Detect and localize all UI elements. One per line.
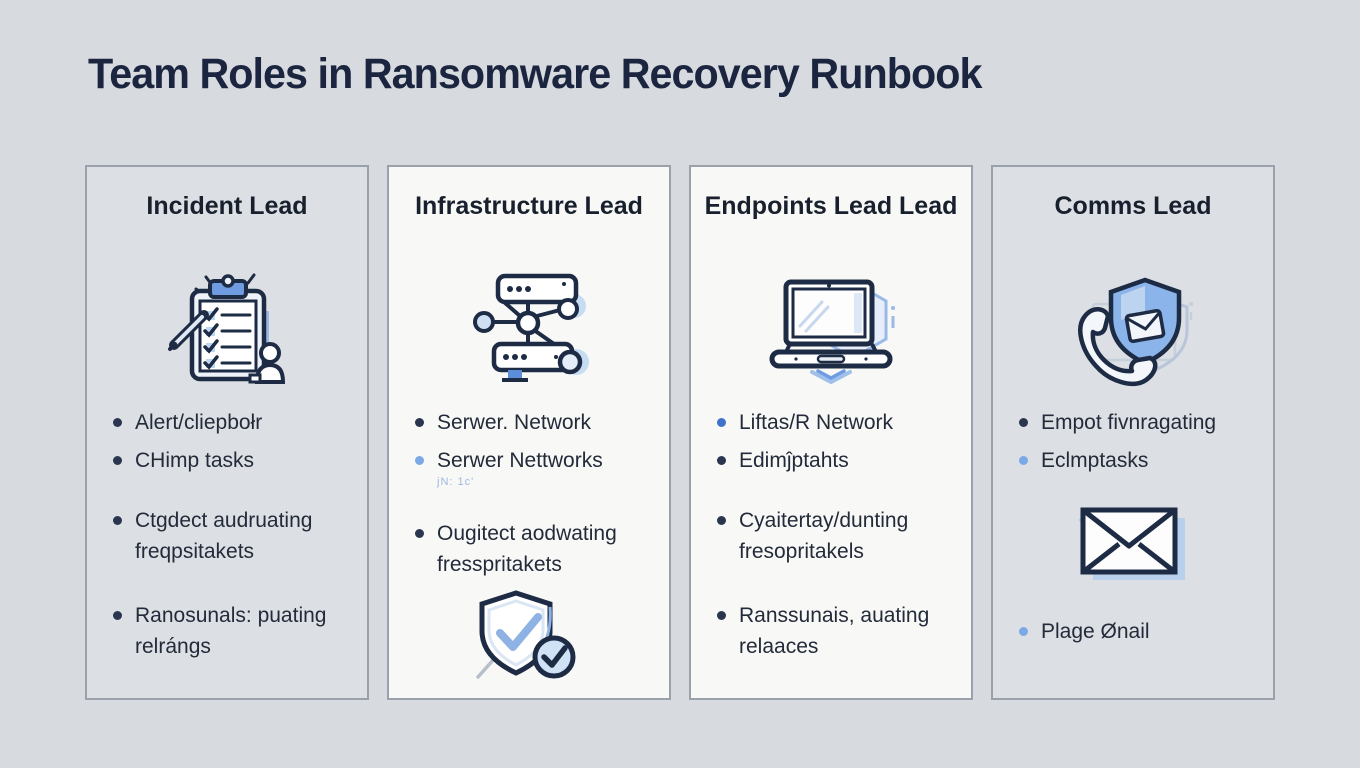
bullet-text: CHimp tasks <box>135 449 255 472</box>
bullet-text: Plage Ønail <box>1041 620 1150 643</box>
page-title: Team Roles in Ransomware Recovery Runboo… <box>88 50 982 98</box>
bullet-dot <box>1019 456 1028 465</box>
bullet-text: Ougitect aodwating <box>437 522 617 545</box>
role-card-comms-lead: Comms Lead Empot fivnragating <box>991 165 1275 700</box>
bullet-text: Ranssunais, auating <box>739 604 930 627</box>
list-item: Liftas/R Network <box>717 407 955 438</box>
list-item: Ranssunais, auating relaaces <box>717 600 955 662</box>
role-card-incident-lead: Incident Lead <box>85 165 369 700</box>
list-item: Empot fivnragating <box>1019 407 1257 438</box>
card-header: Incident Lead <box>146 192 308 220</box>
role-columns: Incident Lead <box>85 165 1275 700</box>
bullet-text: Empot fivnragating <box>1041 411 1217 434</box>
role-card-endpoints-lead: Endpoints Lead Lead <box>689 165 973 700</box>
laptop-icon <box>691 255 971 403</box>
card-header: Infrastructure Lead <box>415 192 643 220</box>
phone-shield-icon <box>993 255 1273 403</box>
bullet-list: Alert/cliepbołr CHimp tasks Ctgdect audr… <box>87 403 367 662</box>
bullet-text: Edimĵptahts <box>739 449 849 472</box>
bullet-text: relrángs <box>135 635 211 658</box>
bullet-dot <box>717 418 726 427</box>
list-item: Alert/cliepbołr <box>113 407 351 438</box>
list-item: Serwer. Network <box>415 407 653 438</box>
list-item: Serwer Nettworks jN: 1c' <box>415 445 653 489</box>
bullet-text: Serwer. Network <box>437 411 592 434</box>
list-item: Edimĵptahts <box>717 445 955 476</box>
bullet-text: fresspritakets <box>437 553 562 576</box>
bullet-text: Liftas/R Network <box>739 411 894 434</box>
bullet-dot <box>415 418 424 427</box>
bullet-list: Empot fivnragating Eclmptasks <box>993 403 1273 476</box>
envelope-icon <box>993 504 1273 586</box>
pencil-icon <box>168 310 209 351</box>
list-item: Cyaitertay/dunting fresopritakels <box>717 505 955 567</box>
list-item: Ranosunals: puating relrángs <box>113 600 351 662</box>
bullet-text: fresopritakels <box>739 540 864 563</box>
bullet-dot <box>1019 418 1028 427</box>
bullet-dot <box>717 611 726 620</box>
list-item: CHimp tasks <box>113 445 351 476</box>
bullet-text: freqpsitakets <box>135 540 255 563</box>
shield-check-icon <box>389 587 669 683</box>
list-item: Plage Ønail <box>1019 616 1257 647</box>
card-header: Comms Lead <box>1054 192 1212 220</box>
list-item: Ctgdect audruating freqpsitakets <box>113 505 351 567</box>
bullet-dot <box>113 611 122 620</box>
bullet-text: relaaces <box>739 635 819 658</box>
bullet-list: Liftas/R Network Edimĵptahts Cyaitertay/… <box>691 403 971 662</box>
bullet-dot <box>113 516 122 525</box>
bullet-list: Serwer. Network Serwer Nettworks jN: 1c'… <box>389 403 669 580</box>
bullet-dot <box>415 529 424 538</box>
person-icon <box>248 342 286 384</box>
bullet-text: Serwer Nettworks <box>437 449 603 472</box>
bullet-dot <box>113 418 122 427</box>
bullet-dot <box>717 456 726 465</box>
bullet-text: Cyaitertay/dunting <box>739 509 909 532</box>
bullet-text: Alert/cliepbołr <box>135 411 263 434</box>
bullet-dot <box>717 516 726 525</box>
clipboard-checklist-icon <box>87 255 367 403</box>
role-card-infrastructure-lead: Infrastructure Lead <box>387 165 671 700</box>
list-item: Ougitect aodwating fresspritakets <box>415 518 653 580</box>
bullet-list: Plage Ønail <box>993 588 1273 647</box>
list-item: Eclmptasks <box>1019 445 1257 476</box>
bullet-subtext: jN: 1c' <box>437 476 475 488</box>
bullet-dot <box>415 456 424 465</box>
bullet-dot <box>1019 627 1028 636</box>
server-network-icon <box>389 255 669 403</box>
bullet-text: Ranosunals: puating <box>135 604 327 627</box>
bullet-text: Ctgdect audruating <box>135 509 313 532</box>
bullet-dot <box>113 456 122 465</box>
card-header: Endpoints Lead Lead <box>704 192 958 220</box>
bullet-text: Eclmptasks <box>1041 449 1149 472</box>
